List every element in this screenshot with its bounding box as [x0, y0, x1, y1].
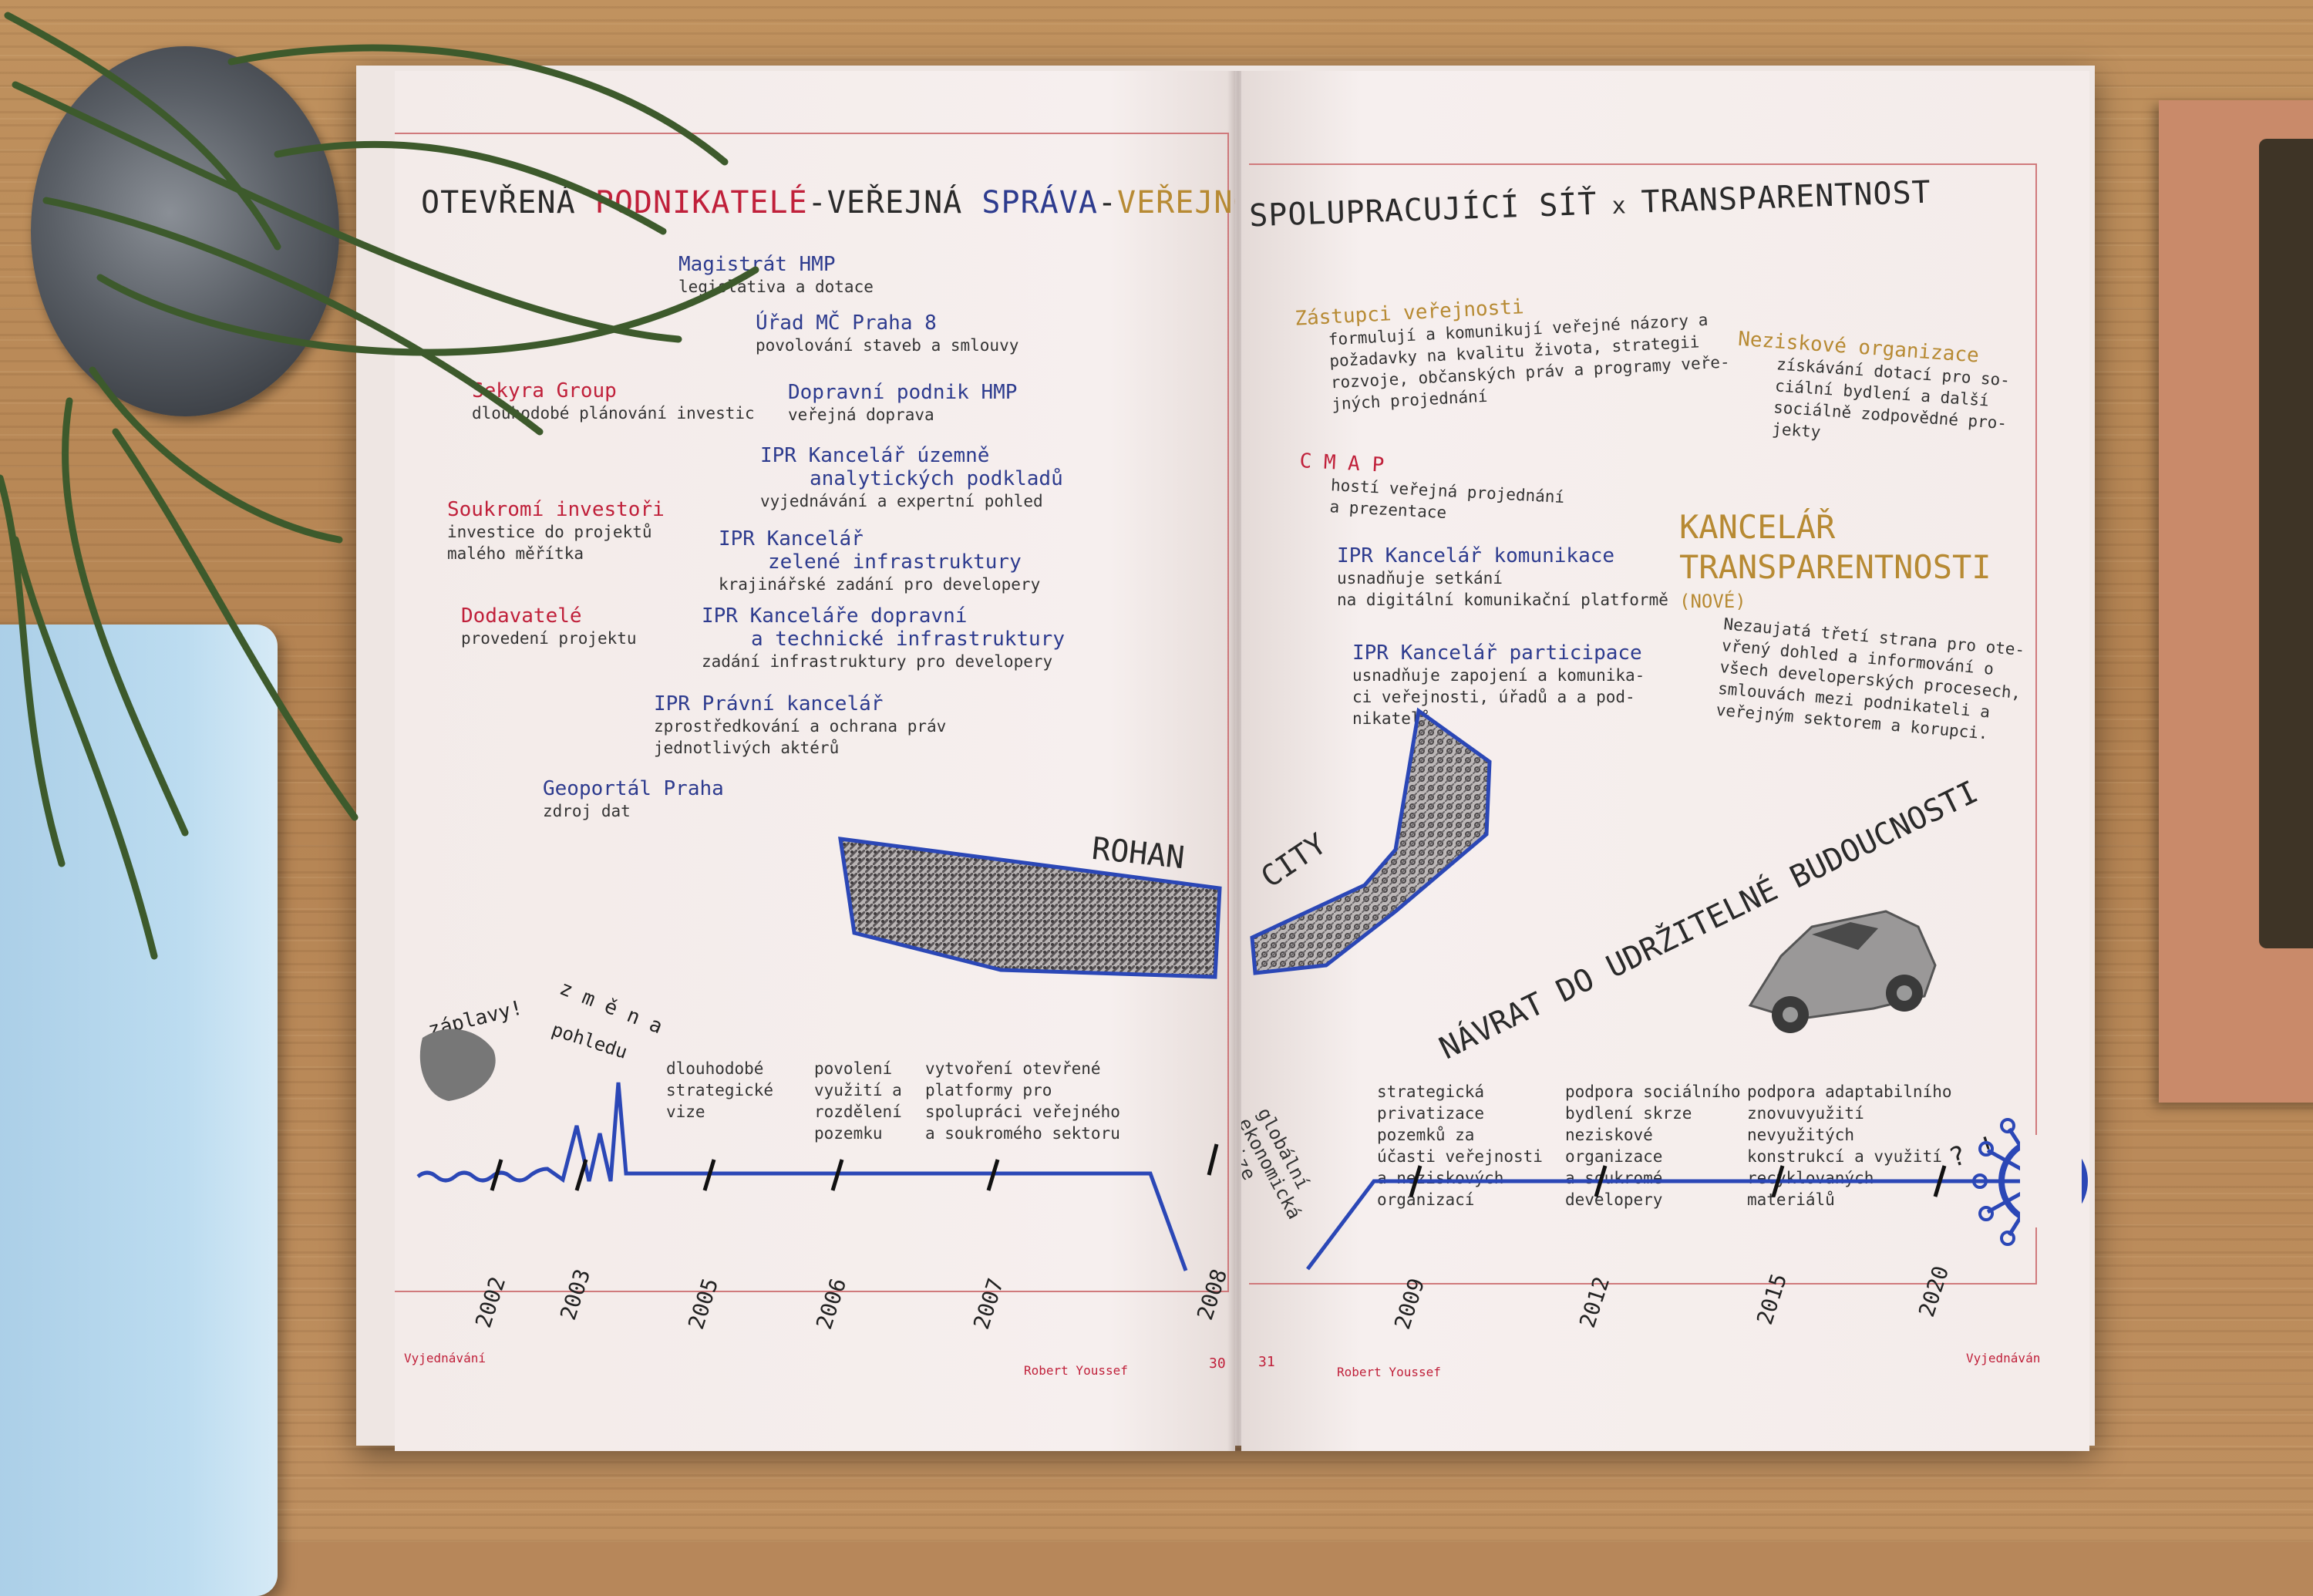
- actor-magistrat: Magistrát HMP legislativa a dotace: [678, 253, 874, 296]
- actor-geoportal: Geoportál Praha zdroj dat: [543, 777, 724, 820]
- page-number-31: 31: [1258, 1354, 1275, 1370]
- footer-left: Vyjednávání: [404, 1351, 486, 1365]
- right-page: SPOLUPRACUJÍCÍ SÍŤ x TRANSPARENTNOST Zás…: [1241, 71, 2089, 1451]
- actor-ipr-dopravni: IPR Kanceláře dopravní a technické infra…: [702, 604, 1065, 671]
- dark-book: [2259, 139, 2313, 948]
- virus-circle-icon: [1972, 1118, 2088, 1246]
- actor-soukromi-investori: Soukromí investoři investice do projektů…: [447, 498, 665, 563]
- actor-ipr-zelene: IPR Kancelář zelené infrastruktury kraji…: [719, 527, 1041, 594]
- tick-2005: [702, 1159, 716, 1191]
- actor-dopravni-podnik: Dopravní podnik HMP veřejná doprava: [788, 381, 1018, 424]
- rohan-map-strip: [838, 837, 1222, 979]
- tick-2020: [1933, 1165, 1947, 1197]
- tick-2007: [986, 1159, 1000, 1191]
- right-page-graphics: [1250, 707, 2088, 1271]
- plant-pot: [31, 46, 339, 416]
- left-page-graphics: [416, 837, 1222, 1271]
- blue-tablet: [0, 625, 278, 1596]
- flood-blob: [419, 1029, 496, 1101]
- tick-2003: [574, 1159, 588, 1191]
- left-timeline: [416, 1082, 1188, 1271]
- actor-ipr-uzemne: IPR Kancelář územně analytických podklad…: [760, 444, 1063, 510]
- tick-2009: [1409, 1165, 1422, 1197]
- plant-leaves: [0, 12, 759, 960]
- left-page-frame: [395, 133, 1229, 1292]
- tick-2006: [830, 1159, 844, 1191]
- right-timeline: [1306, 1179, 2020, 1271]
- tick-2012: [1594, 1165, 1608, 1197]
- tick-2008: [1207, 1143, 1219, 1176]
- actor-dodavatele: Dodavatelé provedení projektu: [461, 604, 637, 648]
- footer-author-left: Robert Youssef: [1024, 1363, 1128, 1378]
- actor-urad-mc: Úřad MČ Praha 8 povolování staveb a smlo…: [756, 311, 1019, 355]
- left-page: OTEVŘENÁ PODNIKATELÉ-VEŘEJNÁ SPRÁVA-VEŘE…: [395, 71, 1235, 1451]
- ipr-komunikace: IPR Kancelář komunikace usnadňuje setkán…: [1337, 544, 1668, 609]
- actor-ipr-pravni: IPR Právní kancelář zprostředkování a oc…: [654, 692, 947, 757]
- kancelar-transparentnosti: KANCELÁŘ TRANSPARENTNOSTI (NOVÉ): [1679, 508, 1991, 612]
- city-map-strip: [1250, 707, 1492, 975]
- footer-right: Vyjednáván: [1966, 1351, 2041, 1365]
- delorean-car: [1748, 910, 1937, 1033]
- left-page-title: OTEVŘENÁ PODNIKATELÉ-VEŘEJNÁ SPRÁVA-VEŘE…: [421, 185, 1235, 221]
- page-number-30: 30: [1209, 1355, 1226, 1372]
- tick-2015: [1771, 1165, 1785, 1197]
- footer-author-right: Robert Youssef: [1337, 1365, 1441, 1379]
- tick-2002: [490, 1159, 503, 1191]
- right-page-frame: [1249, 163, 2037, 1285]
